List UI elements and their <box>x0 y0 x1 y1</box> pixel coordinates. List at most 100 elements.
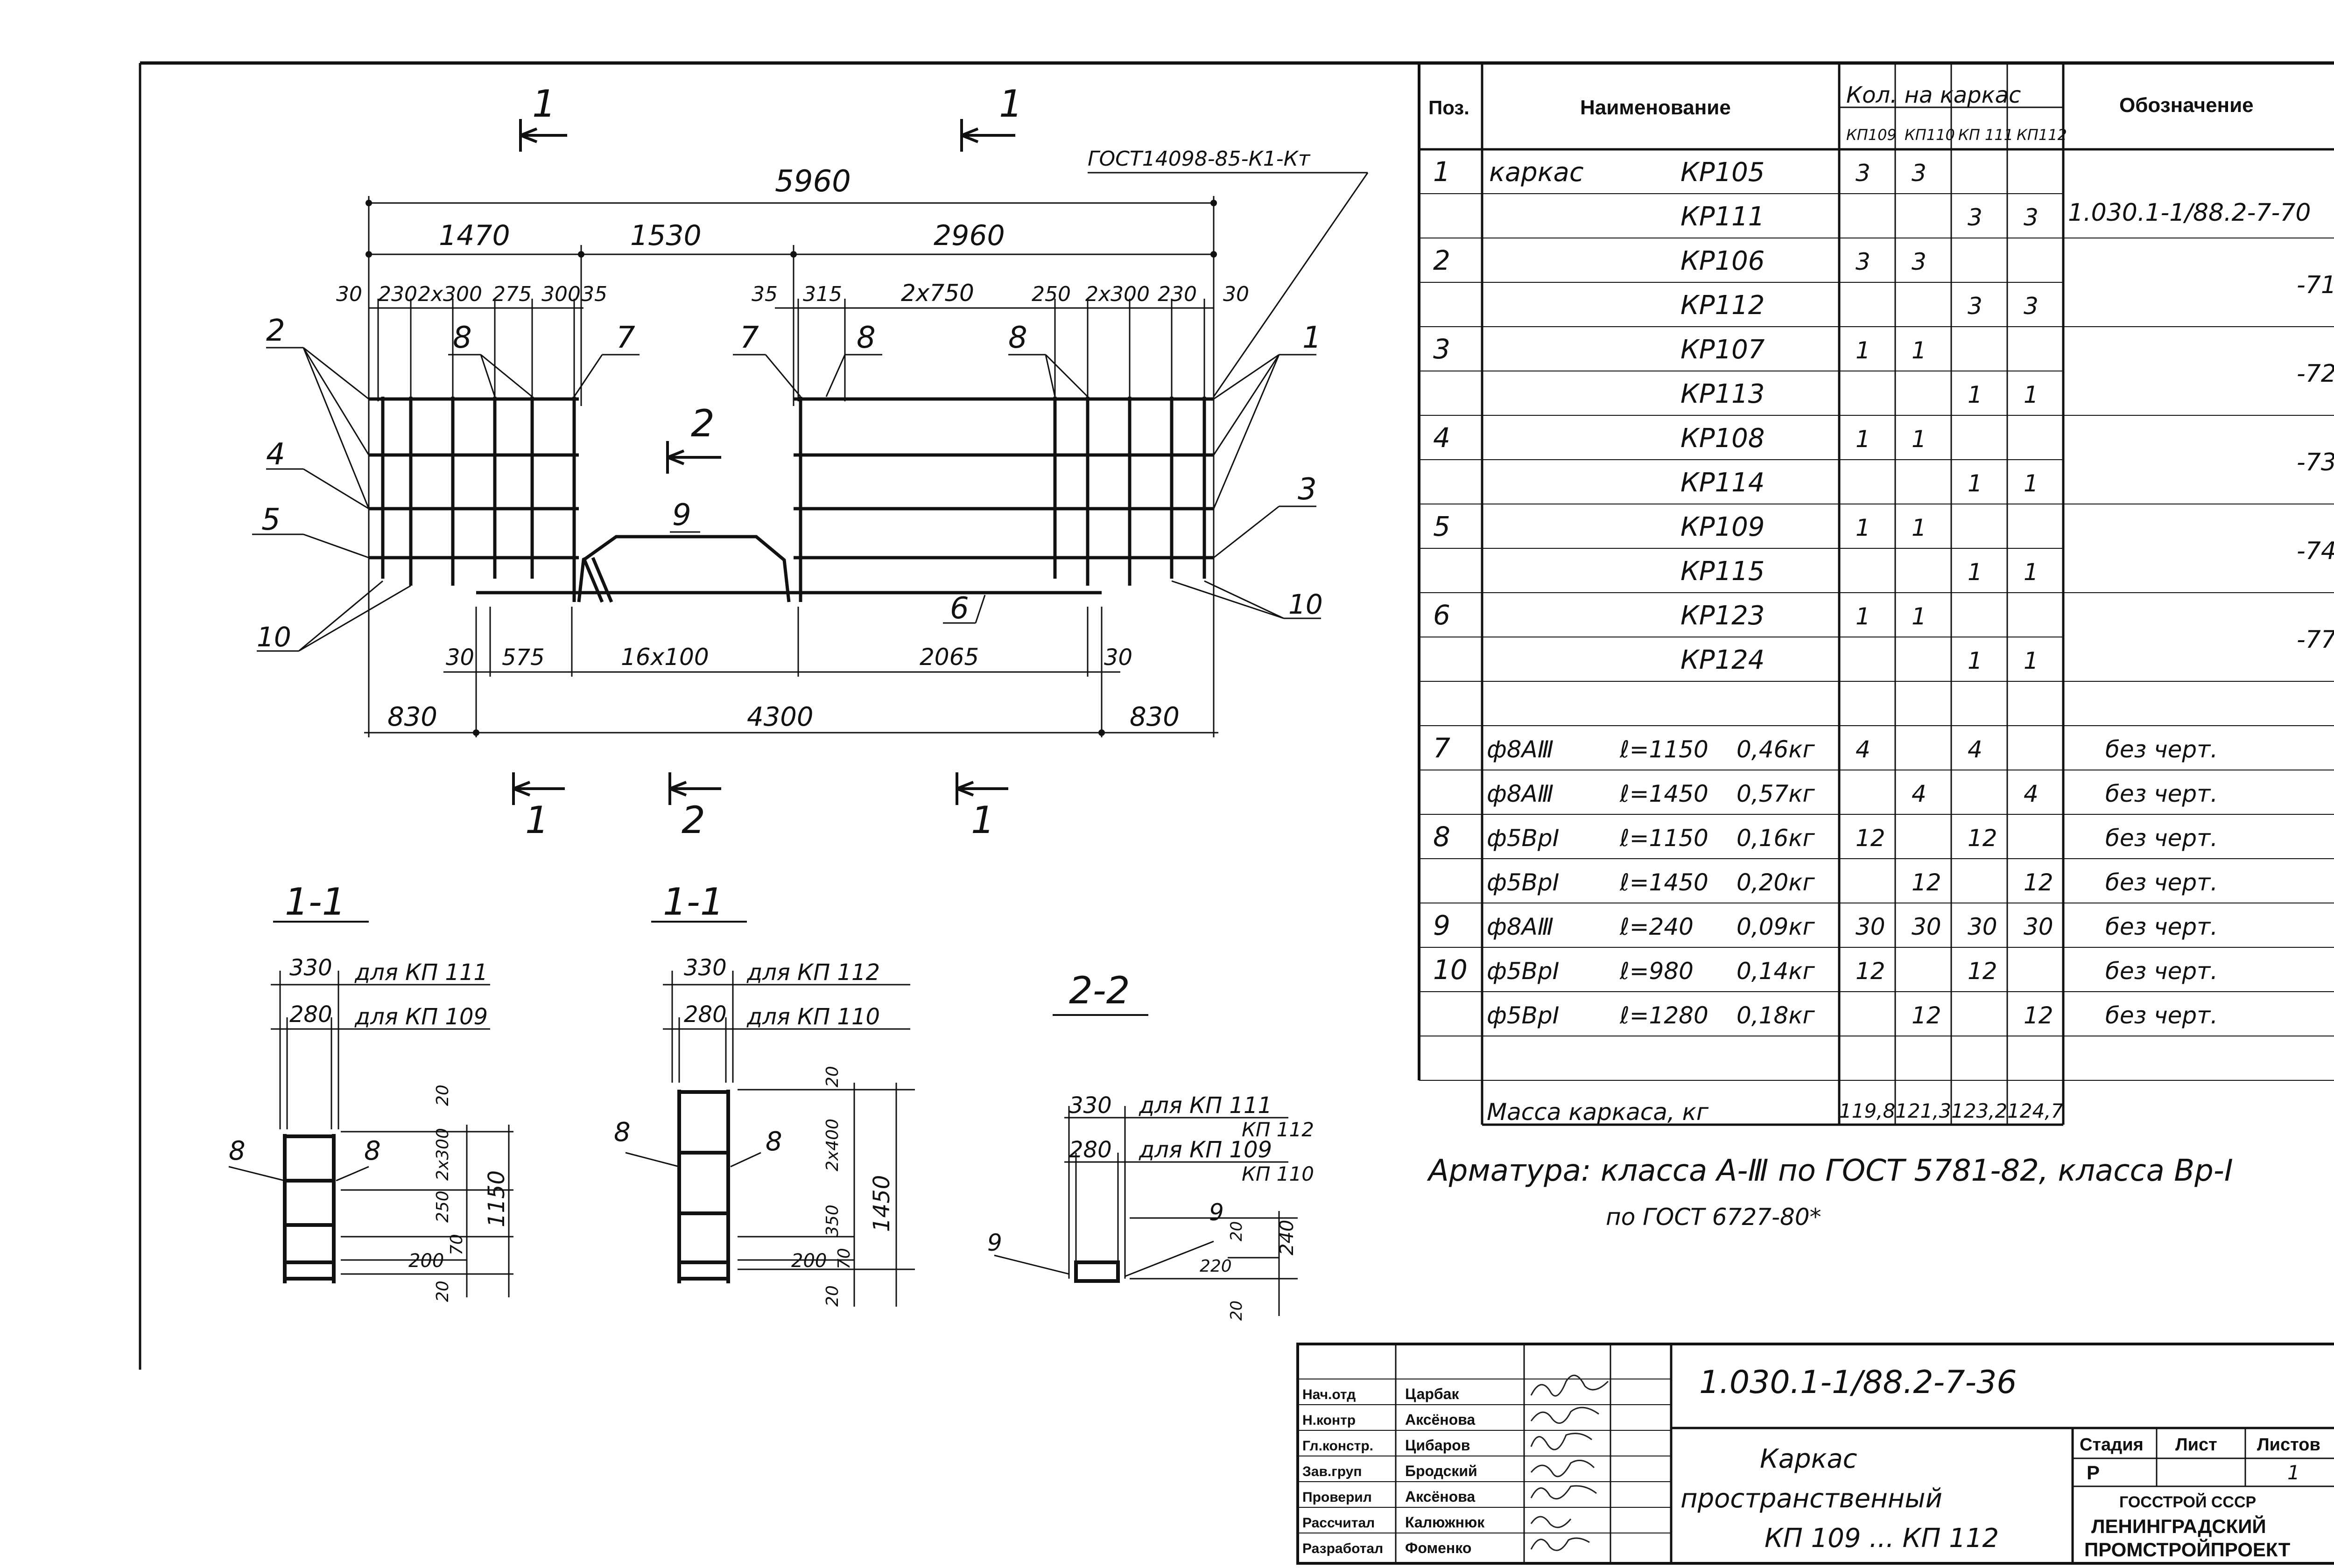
row-name: ф8АⅢ <box>1487 913 1554 940</box>
role-label: Проверил <box>1302 1490 1372 1505</box>
row-designation: без черт. <box>2105 825 2218 852</box>
section-title: 1-1 <box>285 880 346 924</box>
row-qty: 3 <box>1856 248 1870 275</box>
role-label: Нач.отд <box>1302 1387 1356 1402</box>
row-length: ℓ=980 <box>1619 958 1694 985</box>
row-length: ℓ=1450 <box>1619 869 1708 896</box>
dim-label: 330 <box>289 955 332 981</box>
row-qty: 4 <box>1856 736 1870 763</box>
row-qty: 1 <box>1912 426 1926 453</box>
row-qty: 1 <box>1856 426 1870 453</box>
callout-label: 8 <box>229 1136 246 1166</box>
dim-label: 230 <box>1158 282 1197 306</box>
row-mass: 0,57кг <box>1736 780 1815 807</box>
row-qty: 1 <box>1912 603 1926 630</box>
row-qty: 1 <box>1968 381 1982 408</box>
dim-label: 20 <box>823 1066 842 1087</box>
section-2-2: 2-2 330 для КП 111 КП 112 280 для КП 109… <box>987 969 1314 1321</box>
reinforcement-note: Арматура: класса А-Ⅲ по ГОСТ 5781-82, кл… <box>1427 1154 2233 1188</box>
callout-label: 8 <box>614 1117 631 1148</box>
dim-label: 20 <box>1227 1301 1246 1321</box>
callout-label: 7 <box>616 321 635 355</box>
subheader-kp111: КП 111 <box>1958 126 2013 144</box>
mass-value: 124,7 <box>2007 1099 2064 1122</box>
dim-label: 30 <box>336 282 362 306</box>
dim-label: 230 <box>378 282 417 306</box>
section-marks <box>512 119 1015 805</box>
row-qty: 3 <box>1968 204 1982 231</box>
row-pos: 3 <box>1433 333 1450 365</box>
row-qty: 12 <box>2024 869 2053 896</box>
dim-label: 2x300 <box>433 1128 452 1181</box>
mass-value: 121,3 <box>1895 1099 1951 1122</box>
dim-label: 70 <box>835 1248 854 1269</box>
mass-value: 123,2 <box>1951 1099 2007 1122</box>
dim-note: для КП 112 <box>746 959 880 986</box>
callout-label: 10 <box>1288 588 1323 620</box>
row-mark: КР112 <box>1680 290 1765 321</box>
row-qty: 3 <box>2024 204 2039 231</box>
role-label: Н.контр <box>1302 1413 1356 1428</box>
row-qty: 1 <box>1968 647 1982 674</box>
callout-label: 10 <box>257 621 291 653</box>
person-name: Царбак <box>1405 1386 1459 1402</box>
row-mark: КР106 <box>1680 246 1765 276</box>
row-qty: 1 <box>2024 559 2039 586</box>
sheets-value: 1 <box>2287 1461 2300 1484</box>
org-name: ПРОМСТРОЙПРОЕКТ <box>2084 1538 2291 1561</box>
dim-total: 5960 <box>775 164 851 199</box>
dim-label: 2x400 <box>823 1119 842 1171</box>
callout-label: 8 <box>766 1127 782 1157</box>
dim-label: 830 <box>387 702 437 732</box>
row-qty: 30 <box>2024 913 2053 940</box>
header-designation: Обозначение <box>2119 94 2254 117</box>
dimension-ticks <box>366 200 1217 736</box>
row-mass: 0,16кг <box>1736 825 1815 852</box>
dim-label: 2x300 <box>1085 282 1150 306</box>
row-qty: 1 <box>2024 381 2039 408</box>
reinforcement-note-gost: по ГОСТ 6727-80* <box>1606 1204 1821 1231</box>
dim-label: 30 <box>446 644 474 671</box>
row-length: ℓ=1450 <box>1619 780 1708 807</box>
dimension-lines <box>364 196 1218 737</box>
callout-label: 1 <box>1302 321 1322 355</box>
row-designation: без черт. <box>2105 780 2218 807</box>
person-name: Фоменко <box>1405 1540 1471 1556</box>
role-label: Гл.констр. <box>1302 1438 1373 1454</box>
dim-note: КП 112 <box>1242 1118 1314 1141</box>
dim-label: 250 <box>433 1190 452 1223</box>
dim-label: 20 <box>433 1085 452 1106</box>
row-mark: КР115 <box>1680 556 1765 587</box>
dim-label: 330 <box>1069 1092 1112 1119</box>
role-label: Разработал <box>1302 1541 1383 1556</box>
dim-label: 70 <box>447 1234 466 1255</box>
dim-label: 2x750 <box>901 280 974 307</box>
dim-label: 1450 <box>869 1175 895 1232</box>
header-pos: Поз. <box>1428 97 1469 119</box>
row-pos: 4 <box>1433 422 1450 454</box>
section-mark-label: 1 <box>971 798 995 842</box>
sheet-frame <box>139 61 2334 1370</box>
document-code: 1.030.1-1/88.2-7-36 <box>1699 1364 2017 1401</box>
dim-label: 20 <box>433 1281 452 1302</box>
row-qty: 12 <box>2024 1002 2053 1029</box>
dim-label: 575 <box>502 644 545 671</box>
dim-label: 1530 <box>630 219 702 252</box>
person-name: Цибаров <box>1405 1437 1470 1454</box>
section-1-1-b: 1-1 330 для КП 112 280 для КП 110 200 8 … <box>614 880 915 1307</box>
callout-label: 6 <box>950 591 969 626</box>
row-length: ℓ=1150 <box>1619 736 1708 763</box>
row-designation: -77 <box>2297 626 2334 654</box>
dim-label: 330 <box>684 955 727 981</box>
row-qty: 1 <box>1856 337 1870 364</box>
reinforcement-mesh <box>369 397 1214 603</box>
subheader-kp112: КП112 <box>2017 126 2067 144</box>
row-length: ℓ=240 <box>1619 913 1694 940</box>
callout-label: 4 <box>266 437 285 472</box>
row-pos: 5 <box>1433 511 1450 542</box>
dim-label: 20 <box>1227 1221 1246 1241</box>
spec-table: Поз. Наименование Кол. на каркас Обознач… <box>1428 82 2334 1029</box>
row-name: ф8АⅢ <box>1487 736 1554 763</box>
row-designation: без черт. <box>2105 1002 2218 1029</box>
row-designation: 1.030.1-1/88.2-7-70 <box>2068 199 2311 227</box>
